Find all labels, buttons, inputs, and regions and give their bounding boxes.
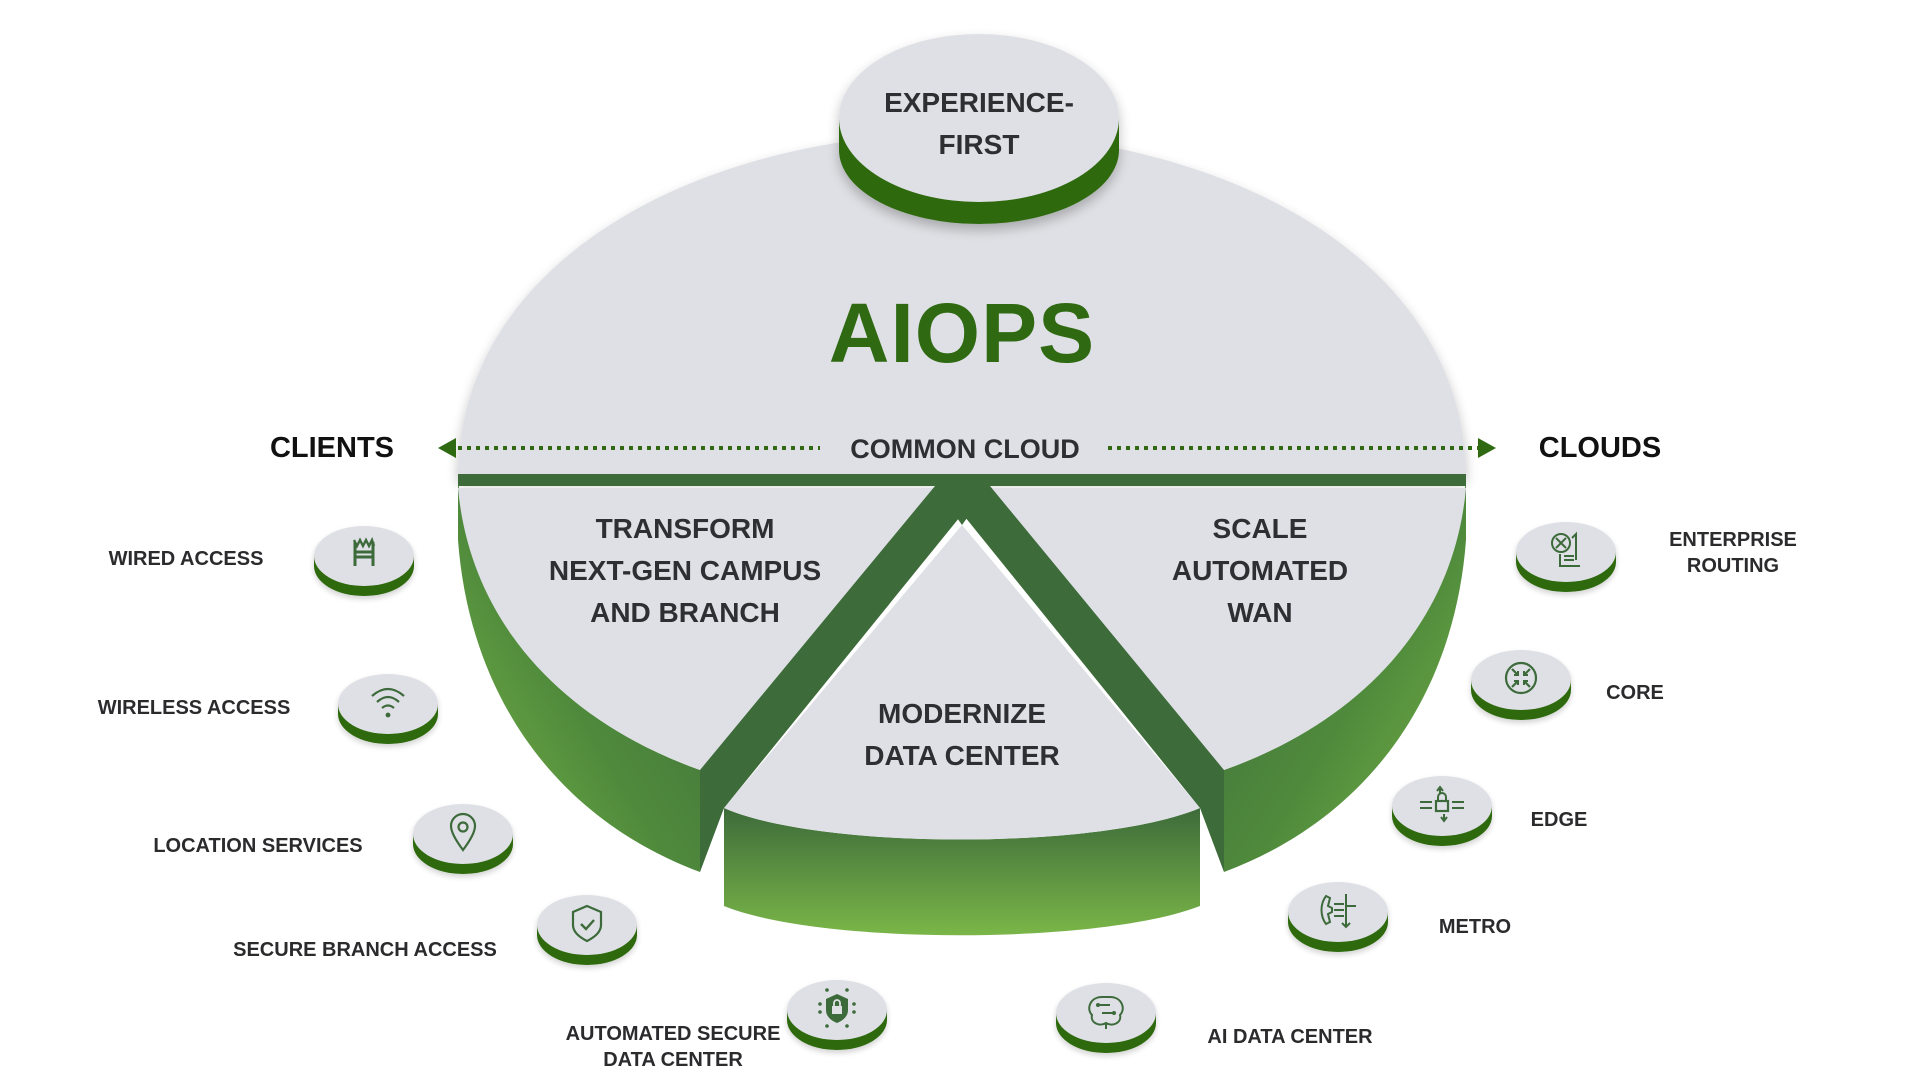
clients-arrowhead-icon <box>438 438 456 458</box>
experience-first-label: EXPERIENCE- FIRST <box>884 87 1074 160</box>
location-pin-icon <box>449 812 477 852</box>
cloud-label-edge: EDGE <box>1530 809 1588 831</box>
clouds-arrowhead-icon <box>1478 438 1496 458</box>
clouds-heading: CLOUDS <box>1538 432 1662 464</box>
cloud-puck-4 <box>1056 983 1156 1053</box>
cloud-puck-3-top <box>1288 882 1388 942</box>
cloud-label-core: CORE <box>1606 682 1664 704</box>
datacenter-segment-top <box>724 525 1200 840</box>
campus-segment-side <box>458 478 700 872</box>
wan-segment-side <box>1224 478 1466 872</box>
cloud-puck-2-top <box>1392 776 1492 836</box>
client-puck-0 <box>314 526 414 596</box>
client-label-automated-secure-data-center: AUTOMATED SECURE DATA CENTER <box>565 1023 781 1071</box>
campus-segment-label: TRANSFORM NEXT-GEN CAMPUS AND BRANCH <box>548 513 822 628</box>
brain-circuit-icon <box>1088 996 1124 1029</box>
phone-arrows-icon <box>1320 894 1356 929</box>
cloud-puck-2 <box>1392 776 1492 846</box>
client-puck-1-top <box>338 674 438 734</box>
segment-divider-apex <box>935 486 990 525</box>
common-cloud-label: COMMON CLOUD <box>850 434 1080 464</box>
cloud-puck-1 <box>1471 650 1571 720</box>
client-puck-2 <box>413 804 513 874</box>
wan-segment-top <box>990 488 1466 770</box>
aiops-disc-top <box>458 133 1466 478</box>
datacenter-segment-side <box>724 808 1200 936</box>
cloud-puck-1-top <box>1471 650 1571 710</box>
router-document-icon <box>1551 531 1580 567</box>
client-puck-3-top <box>537 895 637 955</box>
cloud-puck-0-top <box>1516 522 1616 582</box>
client-label-location-services: LOCATION SERVICES <box>153 835 363 857</box>
datacenter-segment-label: MODERNIZE DATA CENTER <box>864 698 1060 771</box>
client-puck-1 <box>338 674 438 744</box>
wired-switch-icon <box>352 536 376 566</box>
shield-check-icon <box>571 904 603 943</box>
client-puck-4 <box>787 980 887 1050</box>
wifi-icon <box>371 687 405 718</box>
client-puck-2-top <box>413 804 513 864</box>
cloud-label-metro: METRO <box>1438 916 1512 938</box>
common-cloud-divider <box>458 474 1466 486</box>
experience-first-puck <box>839 34 1119 224</box>
cloud-label-ai-data-center: AI DATA CENTER <box>1207 1026 1373 1048</box>
aiops-title: AIOPS <box>828 286 1096 380</box>
core-router-icon <box>1504 661 1538 695</box>
clients-heading: CLIENTS <box>269 432 395 464</box>
cloud-puck-0 <box>1516 522 1616 592</box>
cloud-label-enterprise-routing: ENTERPRISE ROUTING <box>1669 529 1797 577</box>
client-label-wireless-access: WIRELESS ACCESS <box>97 697 291 719</box>
client-label-wired-access: WIRED ACCESS <box>108 548 264 570</box>
campus-segment-top <box>458 488 935 770</box>
client-label-secure-branch-access: SECURE BRANCH ACCESS <box>233 939 497 961</box>
shield-lock-circuit-icon <box>818 988 856 1028</box>
client-puck-3 <box>537 895 637 965</box>
lock-arrows-icon <box>1420 785 1464 823</box>
wan-segment-label: SCALE AUTOMATED WAN <box>1171 513 1349 628</box>
cloud-puck-3 <box>1288 882 1388 952</box>
